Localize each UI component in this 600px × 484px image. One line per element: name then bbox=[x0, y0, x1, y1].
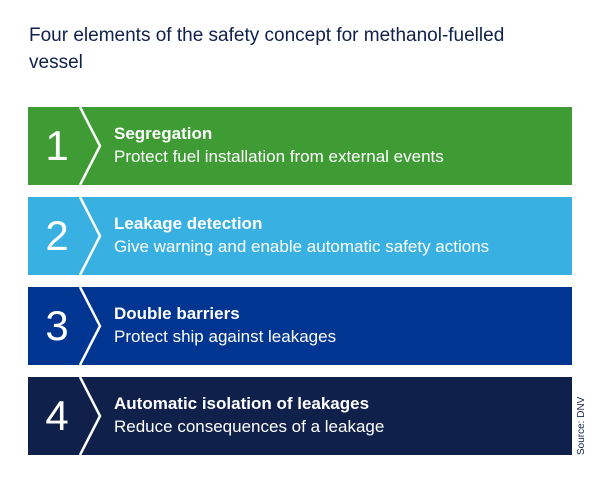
element-number: 3 bbox=[45, 302, 69, 349]
element-description: Protect fuel installation from external … bbox=[114, 147, 444, 166]
element-description: Reduce consequences of a leakage bbox=[114, 417, 385, 436]
element-description: Protect ship against leakages bbox=[114, 327, 337, 346]
element-row-3: 3 Double barriers Protect ship against l… bbox=[28, 287, 572, 365]
element-row-2: 2 Leakage detection Give warning and ena… bbox=[28, 197, 572, 275]
element-heading: Leakage detection bbox=[114, 214, 263, 233]
element-number: 2 bbox=[45, 212, 69, 259]
element-number: 4 bbox=[45, 392, 69, 439]
chevron-icon bbox=[78, 287, 102, 365]
element-heading: Automatic isolation of leakages bbox=[114, 394, 370, 413]
source-credit: Source: DNV bbox=[576, 396, 587, 455]
element-description: Give warning and enable automatic safety… bbox=[114, 237, 490, 256]
element-row-4: 4 Automatic isolation of leakages Reduce… bbox=[28, 377, 572, 455]
element-row-1: 1 Segregation Protect fuel installation … bbox=[28, 107, 572, 185]
chevron-icon bbox=[78, 377, 102, 455]
element-number: 1 bbox=[45, 122, 69, 169]
element-heading: Segregation bbox=[114, 124, 213, 143]
diagram-title: Four elements of the safety concept for … bbox=[29, 25, 505, 73]
element-heading: Double barriers bbox=[114, 304, 240, 323]
chevron-icon bbox=[78, 107, 102, 185]
chevron-icon bbox=[78, 197, 102, 275]
